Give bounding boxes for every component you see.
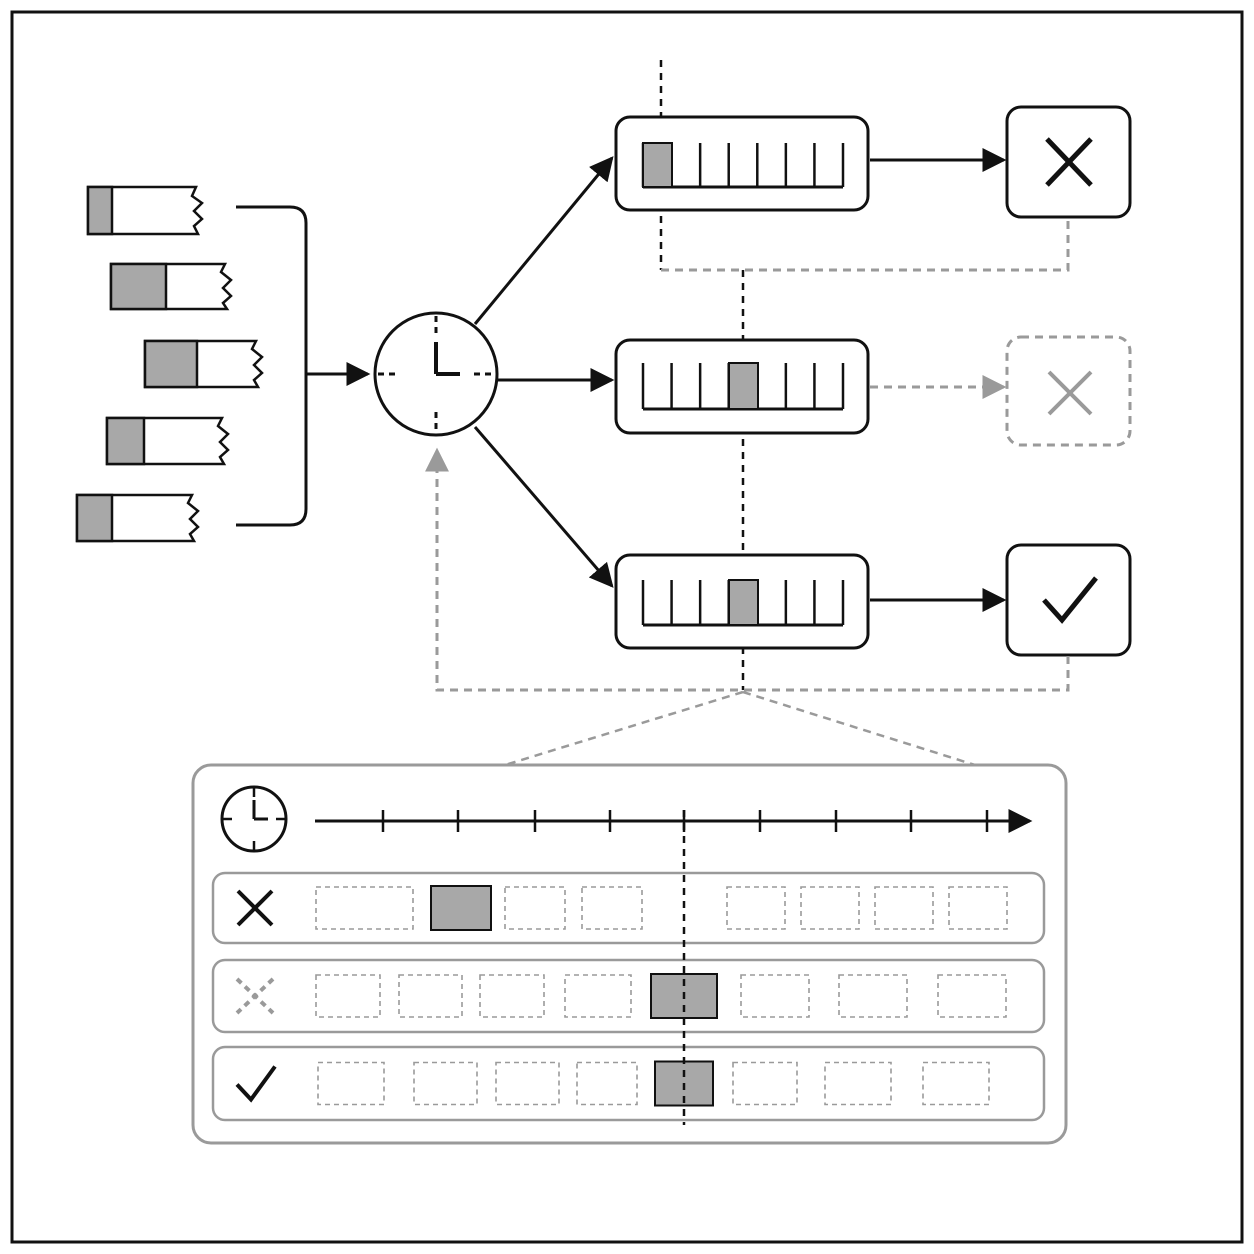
x-mark-icon <box>1045 137 1093 187</box>
clock-to-lane-top-arrow <box>473 156 614 325</box>
input-strip-fill <box>86 185 114 236</box>
top-feedback-connector <box>661 218 1070 272</box>
input-strip <box>109 262 233 311</box>
dashed-x-mark-icon <box>235 977 275 1015</box>
timeline-slot <box>726 886 786 930</box>
timeline-row <box>211 1045 1046 1122</box>
input-strip <box>105 416 230 466</box>
timeline-slot <box>495 1061 560 1106</box>
input-strip <box>75 493 200 543</box>
input-strip <box>86 185 204 236</box>
timeline-slot <box>874 886 934 930</box>
timeline-slot-filled <box>430 885 492 931</box>
timeline-panel <box>191 763 1068 1145</box>
clock-icon <box>220 785 288 853</box>
timeline-slot <box>398 974 463 1018</box>
outcome-middle <box>1005 335 1132 447</box>
timeline-slot <box>315 886 414 930</box>
timeline-slot <box>581 886 643 930</box>
timeline-slot <box>740 974 810 1018</box>
timeline-row <box>211 958 1046 1034</box>
zoom-line-right <box>742 690 976 767</box>
lane-marker <box>642 142 673 188</box>
timeline-slot <box>479 974 545 1018</box>
timeline-slot <box>937 974 1007 1018</box>
timeline-slot <box>576 1061 638 1106</box>
lane-top <box>614 115 870 212</box>
x-mark-icon <box>236 889 274 927</box>
input-strip-fill <box>105 416 146 466</box>
timeline-rows <box>211 871 1046 1122</box>
input-strip-fill <box>75 493 114 543</box>
lanes <box>614 115 870 650</box>
timeline-slot <box>315 974 381 1018</box>
input-strips <box>75 185 264 543</box>
outcome-bottom <box>1005 543 1132 657</box>
timeline-slot <box>838 974 908 1018</box>
input-bracket <box>236 205 308 527</box>
feedback-loop-arrow <box>425 447 1070 692</box>
x-mark-icon <box>1047 370 1093 416</box>
lane-marker <box>728 579 759 626</box>
clock-to-lane-bottom-arrow <box>473 426 614 588</box>
timeline-slot <box>732 1061 798 1106</box>
timeline-slot <box>800 886 860 930</box>
check-mark-icon <box>235 1065 277 1103</box>
timeline-row <box>211 871 1046 945</box>
check-mark-icon <box>1042 576 1098 624</box>
outcome-top <box>1005 105 1132 219</box>
input-strip <box>143 339 264 389</box>
timeline-slot <box>413 1061 478 1106</box>
timeline-slot <box>948 886 1008 930</box>
timeline-ticks <box>381 810 989 832</box>
lane-middle <box>614 338 870 435</box>
lane-marker <box>728 362 759 410</box>
input-strip-fill <box>143 339 199 389</box>
clock-icon <box>373 311 499 437</box>
timeline-slot <box>504 886 566 930</box>
lane-bottom <box>614 553 870 650</box>
input-strip-fill <box>109 262 168 311</box>
